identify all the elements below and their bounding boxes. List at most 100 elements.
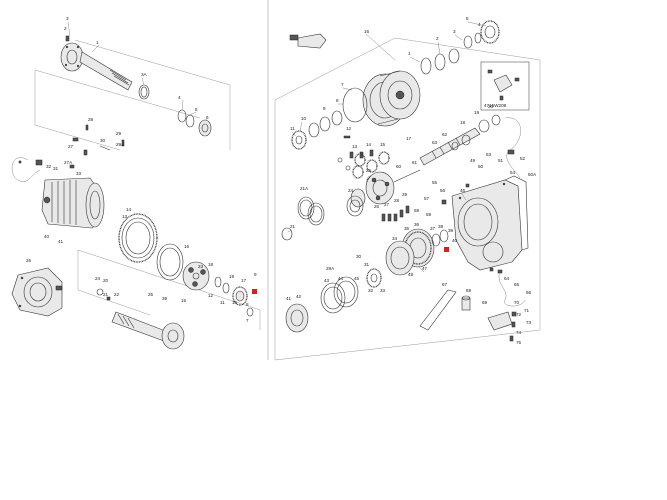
callout: 12 bbox=[208, 293, 214, 298]
callout: 22 bbox=[114, 292, 120, 297]
end-housing bbox=[11, 267, 63, 317]
callout: 55 bbox=[432, 180, 438, 185]
callout: 70 bbox=[514, 300, 520, 305]
callout: 2 bbox=[64, 26, 67, 31]
callout: 52 bbox=[520, 156, 526, 161]
bushing bbox=[461, 295, 471, 311]
callout: 9 bbox=[254, 272, 257, 277]
callout: 53 bbox=[486, 152, 492, 157]
callout: 14 bbox=[366, 142, 372, 147]
callout: 27A bbox=[64, 160, 73, 165]
callout: 56 bbox=[440, 188, 446, 193]
callout: 18 bbox=[208, 262, 214, 267]
callout: 23 bbox=[198, 264, 204, 269]
callout: 29A bbox=[116, 142, 125, 147]
callout: 51 bbox=[498, 158, 504, 163]
callout: 27 bbox=[384, 202, 390, 207]
callout: 34 bbox=[392, 236, 398, 241]
callout: 72 bbox=[516, 312, 522, 317]
callout: 20 bbox=[103, 278, 109, 283]
callout: 18 bbox=[460, 120, 466, 125]
callout: 43 bbox=[324, 278, 330, 283]
clutch-pack bbox=[385, 228, 449, 276]
callout: 6 bbox=[206, 115, 209, 120]
flange-shaft bbox=[60, 35, 133, 91]
callout: 26 bbox=[26, 258, 32, 263]
leader-lines bbox=[67, 21, 487, 273]
callout: 16 bbox=[364, 29, 370, 34]
callout: 10 bbox=[301, 116, 307, 121]
callout: 4 bbox=[178, 95, 181, 100]
callout: 24 bbox=[348, 188, 354, 193]
callout: 1 bbox=[96, 40, 99, 45]
callout: 14 bbox=[126, 207, 132, 212]
callout: 1 bbox=[408, 51, 411, 56]
inset-detail-box: 4715W209 bbox=[480, 61, 530, 111]
spur-gear bbox=[366, 268, 382, 288]
callout: 63 bbox=[432, 140, 438, 145]
callout: 7 bbox=[246, 318, 249, 323]
callout: 45 bbox=[354, 276, 360, 281]
left-callout-labels: 3 2 1 3A 4 5 6 27 28 29 29A 27A 30 32 40… bbox=[26, 16, 257, 323]
callout: 48 bbox=[408, 272, 414, 277]
callout: 74 bbox=[516, 330, 522, 335]
callout: 2 bbox=[436, 36, 439, 41]
callout: 24 bbox=[95, 276, 101, 281]
callout: 29 bbox=[116, 131, 122, 136]
callout: 32 bbox=[368, 288, 374, 293]
wire-harness bbox=[497, 269, 526, 307]
transmission-housing bbox=[451, 175, 529, 271]
bolt-row bbox=[381, 205, 410, 222]
inset-label: 4715W209 bbox=[484, 103, 507, 108]
callout: 8 bbox=[336, 98, 339, 103]
callout: 31 bbox=[364, 262, 370, 267]
callout: 57 bbox=[424, 196, 430, 201]
callout: 33 bbox=[76, 171, 82, 176]
callout: 13 bbox=[352, 144, 358, 149]
ring-gear-large bbox=[118, 213, 158, 263]
callout: 25 bbox=[148, 292, 154, 297]
callout: 71 bbox=[524, 308, 530, 313]
callout: 75 bbox=[516, 340, 522, 345]
callout: 30 bbox=[100, 138, 106, 143]
speed-sensor-right bbox=[504, 117, 521, 179]
pressure-plate bbox=[346, 195, 364, 217]
v-belt bbox=[419, 289, 457, 331]
callout: 3 bbox=[66, 16, 69, 21]
callout: 31 bbox=[53, 166, 59, 171]
callout: 28 bbox=[394, 198, 400, 203]
callout: 9 bbox=[323, 106, 326, 111]
callout: 5 bbox=[466, 16, 469, 21]
callout: 47 bbox=[422, 266, 428, 271]
left-exploded-view bbox=[11, 35, 261, 350]
callout: 36 bbox=[414, 222, 420, 227]
callout: 10 bbox=[232, 300, 238, 305]
callout: 26 bbox=[374, 204, 380, 209]
planet-carrier-center bbox=[350, 169, 421, 208]
hydraulic-motor bbox=[362, 70, 421, 127]
small-fasteners bbox=[69, 124, 125, 169]
callout: 21 bbox=[103, 292, 109, 297]
planet-carrier bbox=[182, 261, 210, 291]
callout: 46 bbox=[460, 188, 466, 193]
callout: 62 bbox=[442, 132, 448, 137]
callout: 13 bbox=[122, 214, 128, 219]
callout: 11 bbox=[290, 126, 295, 131]
callout: 54 bbox=[510, 170, 516, 175]
callout: 17 bbox=[406, 136, 412, 141]
highlight-marker-right bbox=[444, 247, 449, 252]
callout: 73 bbox=[526, 320, 532, 325]
callout: 15 bbox=[181, 298, 187, 303]
callout: 66 bbox=[526, 290, 532, 295]
callout: 12 bbox=[346, 126, 352, 131]
callout: 44 bbox=[338, 276, 344, 281]
callout: 3A bbox=[141, 72, 148, 77]
callout: 35 bbox=[404, 226, 410, 231]
pump-housing bbox=[41, 177, 105, 229]
lower-ring-set bbox=[285, 276, 359, 333]
callout: 20 bbox=[488, 104, 494, 109]
callout: 59 bbox=[426, 212, 432, 217]
callout: 30 bbox=[356, 254, 362, 259]
callout: 29A bbox=[326, 266, 335, 271]
